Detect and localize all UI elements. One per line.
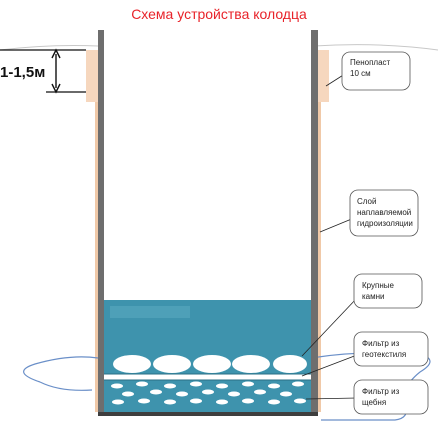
callout-box-geotextile xyxy=(353,331,429,367)
groundwater-contour-left xyxy=(39,381,93,391)
gravel-stone xyxy=(228,391,240,397)
gravel-stone xyxy=(138,398,150,404)
gravel-stone xyxy=(254,389,266,395)
gravel-stone xyxy=(122,391,134,397)
gravel-stone xyxy=(190,398,202,404)
callout-box-gravel xyxy=(353,379,429,415)
gravel-stone xyxy=(242,381,254,387)
gravel-stone xyxy=(164,383,176,389)
callout-box-large-stones xyxy=(353,273,423,309)
callout-large-stones-text: Крупные камни xyxy=(362,281,394,301)
gravel-stone xyxy=(216,399,228,405)
foam-insulation-right xyxy=(318,50,329,102)
gravel-stone xyxy=(294,398,306,404)
leader-hydro-insulation xyxy=(319,217,355,233)
leader-geotextile xyxy=(301,354,358,377)
gravel-stone xyxy=(136,381,148,387)
callout-box-foam xyxy=(341,51,411,91)
gravel-filter xyxy=(111,381,306,405)
gravel-stone xyxy=(216,383,228,389)
depth-arrow-head-bottom xyxy=(51,83,61,94)
gravel-stone xyxy=(202,389,214,395)
gravel-stone xyxy=(268,399,280,405)
gravel-stone xyxy=(280,391,292,397)
foam-insulation-left xyxy=(86,50,98,102)
geotextile-filter xyxy=(104,374,311,380)
gravel-stone xyxy=(292,381,304,387)
well-floor xyxy=(98,412,318,416)
gravel-stone xyxy=(176,391,188,397)
callout-gravel-text: Фильтр из щебня xyxy=(362,387,400,407)
large-stone xyxy=(113,355,151,373)
leader-large-stones xyxy=(301,297,358,357)
large-stone xyxy=(153,355,191,373)
callout-geotextile-text: Фильтр из геотекстиля xyxy=(362,339,407,359)
callout-hydro-insulation-text: Слой наплавляемой гидроизоляции xyxy=(357,197,413,228)
well-wall-left xyxy=(98,30,104,416)
gravel-stone xyxy=(112,399,124,405)
hydro-insulation-right xyxy=(318,102,321,412)
diagram-title: Схема устройства колодца xyxy=(131,6,307,22)
depth-label: 1-1,5м xyxy=(0,64,46,81)
gravel-stone xyxy=(164,399,176,405)
ground-surface-line xyxy=(0,44,438,51)
gravel-stone xyxy=(190,381,202,387)
leader-gravel xyxy=(305,397,358,400)
hydro-insulation-left xyxy=(95,102,98,412)
large-stone xyxy=(232,355,270,373)
well-wall-right xyxy=(311,30,318,416)
water-highlight xyxy=(110,306,190,318)
gravel-stone xyxy=(242,398,254,404)
gravel-stone xyxy=(150,389,162,395)
depth-arrow-head-top xyxy=(51,48,61,59)
gravel-stone xyxy=(111,383,123,389)
callout-foam-text: Пенопласт 10 см xyxy=(350,58,391,78)
gravel-stone xyxy=(268,383,280,389)
large-stone xyxy=(193,355,231,373)
large-stone xyxy=(273,355,307,373)
callout-box-hydro-insulation xyxy=(349,189,419,237)
